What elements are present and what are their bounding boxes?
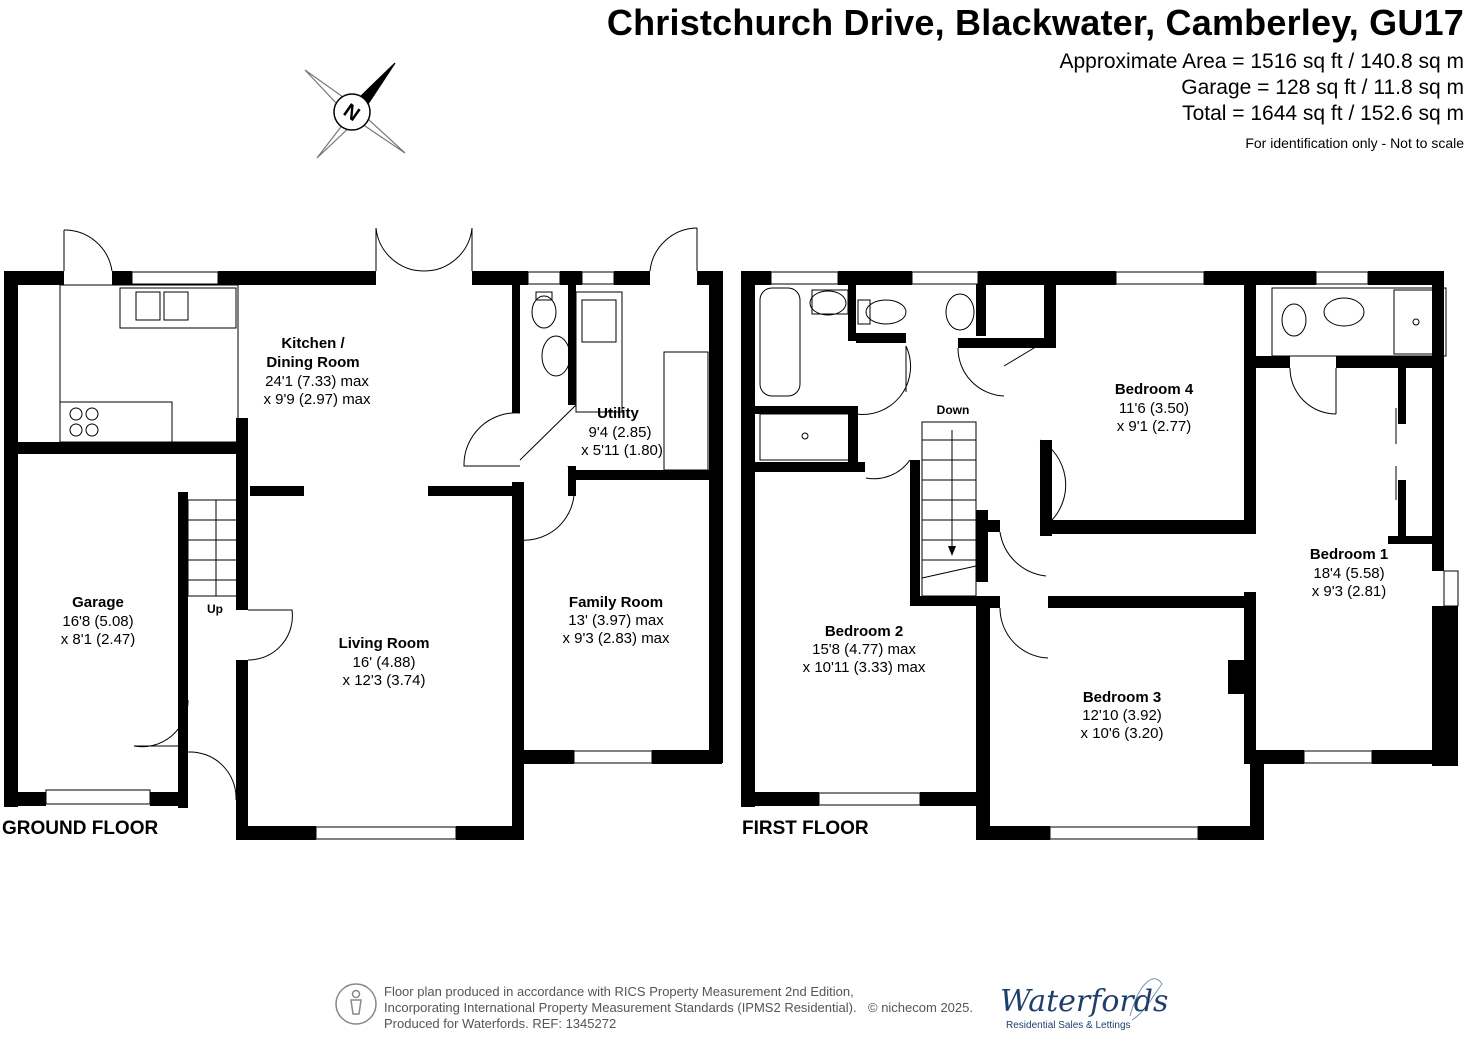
first-floor-walls [741,271,1458,840]
garage-area: Garage = 128 sq ft / 11.8 sq m [1181,76,1464,99]
utility-name: Utility [597,405,639,422]
living-dim-1: 16' (4.88) [353,654,416,671]
ground-floor-walls [4,271,723,840]
bedroom1-dim-1: 18'4 (5.58) [1313,565,1384,582]
bedroom4-dim-1: 11'6 (3.50) [1119,400,1189,417]
bedroom2-dim-2: x 10'11 (3.33) max [803,659,926,676]
garage-dim-2: x 8'1 (2.47) [61,631,136,648]
bedroom3-dim-2: x 10'6 (3.20) [1081,725,1164,742]
bedroom3-dim-1: 12'10 (3.92) [1082,707,1162,724]
approx-area: Approximate Area = 1516 sq ft / 140.8 sq… [1059,50,1465,73]
total-area: Total = 1644 sq ft / 152.6 sq m [1182,102,1464,125]
living-dim-2: x 12'3 (3.74) [343,672,426,689]
bedroom1-dim-2: x 9'3 (2.81) [1312,583,1387,600]
living-name: Living Room [339,635,430,652]
brand-subtitle: Residential Sales & Lettings [1006,1020,1131,1031]
kitchen-name-2: Dining Room [266,354,359,371]
footer-line-3: Produced for Waterfords. REF: 1345272 [384,1016,617,1031]
copyright: © nichecom 2025. [868,1000,973,1015]
utility-dim-2: x 5'11 (1.80) [581,442,663,459]
person-icon [335,983,377,1025]
brand-swash-icon [1129,978,1163,1021]
stairs-down-label: Down [937,403,970,417]
family-dim-2: x 9'3 (2.83) max [562,630,670,647]
bedroom4-name: Bedroom 4 [1115,381,1194,398]
brand-logo: Waterfords [1000,984,1169,1019]
kitchen-name-1: Kitchen / [281,335,345,352]
compass-icon: N [304,62,406,159]
stairs-up-label: Up [207,602,223,616]
kitchen-dim-1: 24'1 (7.33) max [265,373,369,390]
family-name: Family Room [569,594,663,611]
bedroom4-dim-2: x 9'1 (2.77) [1117,418,1192,435]
footer-text: Floor plan produced in accordance with R… [384,984,857,1032]
disclaimer-note: For identification only - Not to scale [1245,135,1464,151]
garage-name: Garage [72,594,124,611]
utility-dim-1: 9'4 (2.85) [589,424,652,441]
property-title: Christchurch Drive, Blackwater, Camberle… [606,2,1464,43]
kitchen-dim-2: x 9'9 (2.97) max [263,391,371,408]
footer-line-1: Floor plan produced in accordance with R… [384,984,854,999]
garage-dim-1: 16'8 (5.08) [62,613,133,630]
bedroom3-name: Bedroom 3 [1083,689,1161,706]
family-dim-1: 13' (3.97) max [568,612,664,629]
bedroom2-dim-1: 15'8 (4.77) max [812,641,916,658]
bedroom1-name: Bedroom 1 [1310,546,1388,563]
ground-floor-label: GROUND FLOOR [2,818,158,839]
first-floor-label: FIRST FLOOR [742,818,869,839]
bedroom2-name: Bedroom 2 [825,623,903,640]
footer-line-2: Incorporating International Property Mea… [384,1000,857,1015]
